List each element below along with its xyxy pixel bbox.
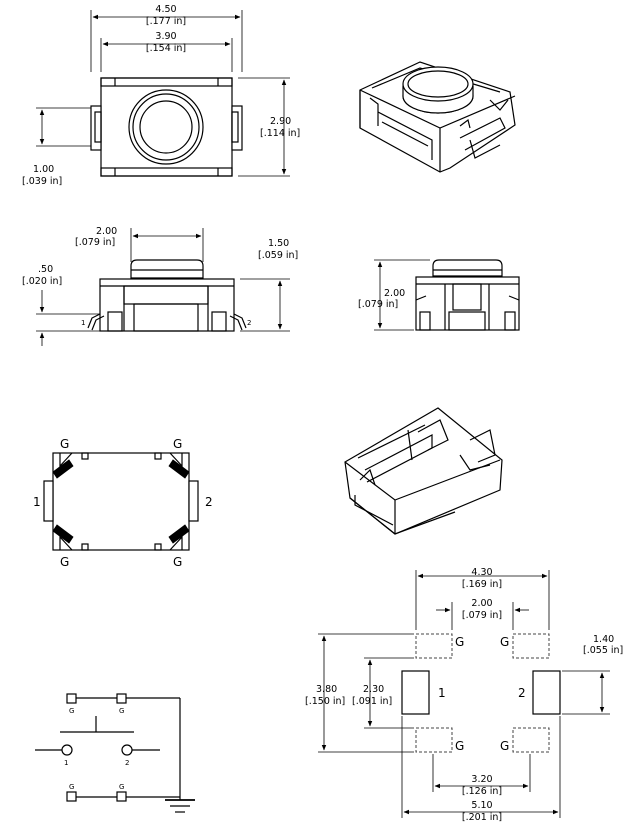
side-pin-2: 2 (247, 319, 251, 327)
sch-pin-2: 2 (125, 759, 129, 767)
fp-g-gap-in: [.079 in] (462, 610, 502, 621)
side-actuator-width-in: [.079 in] (75, 237, 115, 248)
side-actuator-width: 2.00 (96, 226, 117, 237)
fp-g-br: G (500, 739, 509, 753)
isometric-view-bottom (344, 407, 503, 535)
end-view: 2.00 [.079 in] (358, 259, 520, 331)
top-height-in: [.114 in] (260, 128, 300, 139)
top-overall-width: 4.50 (155, 4, 176, 15)
top-terminal-width: 1.00 (33, 164, 54, 175)
end-height-in: [.079 in] (358, 299, 398, 310)
fp-pin-1: 1 (438, 686, 446, 700)
fp-pad-span-in: [.091 in] (352, 696, 392, 707)
fp-g-tr: G (500, 635, 509, 649)
top-view: 4.50 [.177 in] 3.90 [.154 in] 2.90 [.114… (22, 4, 300, 187)
sch-g2: G (119, 707, 124, 715)
fp-outer-pitch: 4.30 (471, 567, 492, 578)
top-overall-width-in: [.177 in] (146, 16, 186, 27)
sch-g3: G (69, 783, 74, 791)
side-view: 2.00 [.079 in] 1 2 1.50 [.059 in] .50 [.… (22, 226, 298, 346)
bottom-g-tr: G (173, 437, 182, 451)
bottom-g-tl: G (60, 437, 69, 451)
fp-g-gap: 2.00 (471, 598, 492, 609)
fp-pad-span: 2.30 (363, 684, 384, 695)
fp-outer-pitch-in: [.169 in] (462, 579, 502, 590)
schematic: G G 1 2 G G (35, 693, 195, 813)
fp-g-bl: G (455, 739, 464, 753)
fp-total-width-in: [.201 in] (462, 812, 502, 823)
top-body-width-in: [.154 in] (146, 43, 186, 54)
side-total-height-in: [.059 in] (258, 250, 298, 261)
end-height: 2.00 (384, 288, 405, 299)
side-pin-1: 1 (81, 319, 85, 327)
side-terminal-height: .50 (38, 264, 53, 275)
top-height: 2.90 (270, 116, 291, 127)
side-total-height: 1.50 (268, 238, 289, 249)
sch-g1: G (69, 707, 74, 715)
fp-g-span-in: [.150 in] (305, 696, 345, 707)
sch-g4: G (119, 783, 124, 791)
fp-pin-2: 2 (518, 686, 526, 700)
fp-inner-pitch-in: [.126 in] (462, 786, 502, 797)
fp-g-tl: G (455, 635, 464, 649)
bottom-pin-2: 2 (205, 495, 213, 509)
side-terminal-height-in: [.020 in] (22, 276, 62, 287)
sch-pin-1: 1 (64, 759, 68, 767)
fp-inner-pitch: 3.20 (471, 774, 492, 785)
isometric-view-top (359, 61, 516, 173)
bottom-g-br: G (173, 555, 182, 569)
bottom-view: G G G G 1 2 (33, 437, 213, 569)
fp-g-span: 3.80 (316, 684, 337, 695)
pcb-footprint: 4.30 [.169 in] 2.00 [.079 in] G G G G 1 … (305, 567, 623, 823)
top-body-width: 3.90 (155, 31, 176, 42)
fp-pad-height-in: [.055 in] (583, 645, 623, 656)
fp-total-width: 5.10 (471, 800, 492, 811)
fp-pad-height: 1.40 (593, 634, 614, 645)
bottom-pin-1: 1 (33, 495, 41, 509)
top-terminal-width-in: [.039 in] (22, 176, 62, 187)
bottom-g-bl: G (60, 555, 69, 569)
